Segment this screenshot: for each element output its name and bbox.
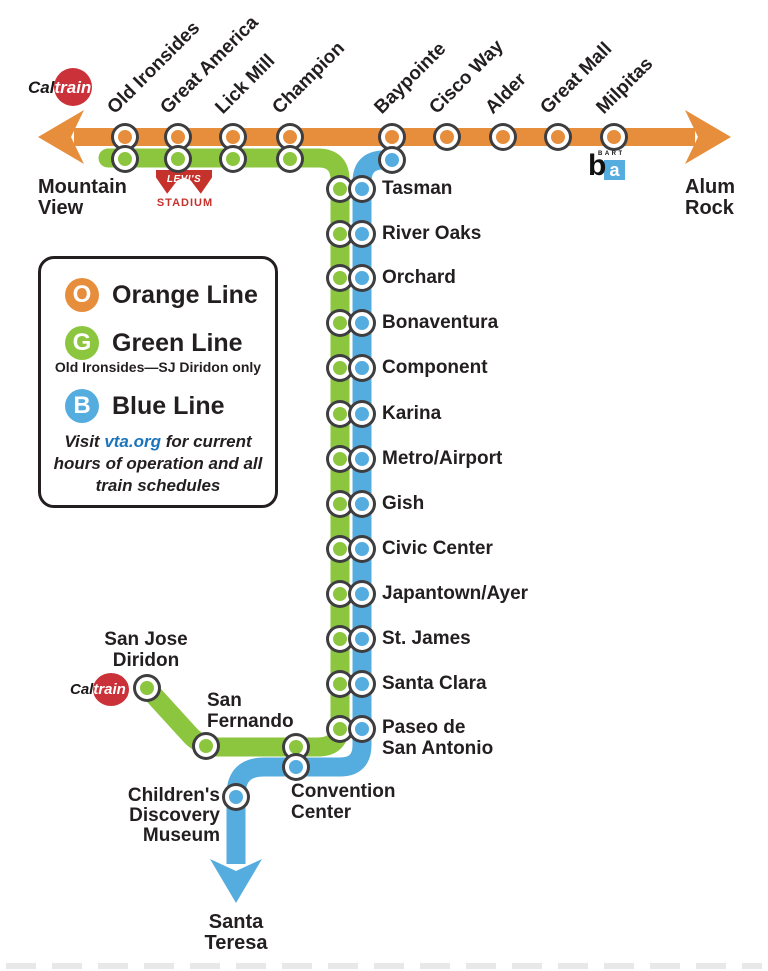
station-marker-green-civic-center	[329, 538, 351, 560]
station-marker-orange-great-america	[167, 126, 189, 148]
bart-b-icon: b	[588, 149, 607, 182]
station-marker-blue-river-oaks	[351, 223, 373, 245]
bart-small-text: BART	[598, 151, 625, 157]
caltrain-text-train: train	[93, 681, 126, 698]
station-marker-green-component	[329, 357, 351, 379]
station-label-san-jose-diridon: San Jose Diridon	[104, 629, 188, 671]
caltrain-text-cal: Cal	[28, 78, 55, 97]
station-label-river-oaks: River Oaks	[382, 223, 482, 244]
station-marker-green-orchard	[329, 267, 351, 289]
station-marker-orange-lick-mill	[222, 126, 244, 148]
station-marker-orange-cisco-way	[436, 126, 458, 148]
station-marker-blue-component	[351, 357, 373, 379]
station-marker-blue-orchard	[351, 267, 373, 289]
legend-footnote: Visit vta.org for current hours of opera…	[53, 431, 263, 497]
station-marker-orange-great-mall	[547, 126, 569, 148]
vta-org-link[interactable]: vta.org	[104, 432, 161, 451]
terminal-label-santa-teresa: Santa Teresa	[204, 911, 268, 954]
station-marker-green-metro-airport	[329, 448, 351, 470]
caltrain-circle-icon	[93, 673, 129, 706]
west-arrowhead-icon	[38, 110, 84, 164]
station-marker-blue-japantown-ayer	[351, 583, 373, 605]
station-marker-green-bonaventura	[329, 312, 351, 334]
station-label-childrens-discovery-museum: Children's Discovery Museum	[127, 785, 220, 846]
station-marker-green-tasman	[329, 178, 351, 200]
station-label-tasman: Tasman	[382, 178, 453, 199]
blue-line	[226, 150, 392, 864]
station-label-bonaventura: Bonaventura	[382, 312, 499, 333]
orange-line-badge-icon: O	[65, 278, 99, 312]
station-label-metro-airport: Metro/Airport	[382, 448, 503, 469]
station-marker-orange-champion	[279, 126, 301, 148]
bart-logo: BART a b	[588, 151, 632, 183]
caltrain-text-train: train	[54, 78, 92, 97]
station-label-convention-center: Convention Center	[291, 781, 396, 823]
station-label-component: Component	[382, 357, 488, 378]
station-marker-blue-karina	[351, 403, 373, 425]
caltrain-circle-icon	[54, 68, 92, 106]
station-label-orchard: Orchard	[382, 267, 456, 288]
station-marker-blue-gish	[351, 493, 373, 515]
station-label-karina: Karina	[382, 403, 442, 424]
station-marker-green-champion	[279, 148, 301, 170]
station-marker-orange-old-ironsides	[114, 126, 136, 148]
station-marker-orange-alder	[492, 126, 514, 148]
terminal-label-mountain-view: Mountain View	[38, 176, 127, 219]
station-marker-green-convention-center	[285, 736, 307, 758]
station-label-san-fernando: San Fernando	[207, 690, 294, 732]
bart-a-icon: a	[604, 160, 625, 180]
cropped-caption-strip	[6, 963, 762, 969]
station-marker-blue-bonaventura	[351, 312, 373, 334]
caltrain-logo-diridon: Caltrain	[70, 671, 136, 709]
south-arrowhead-icon	[210, 859, 262, 903]
station-marker-blue-civic-center	[351, 538, 373, 560]
station-label-paseo-de-san-antonio: Paseo de San Antonio	[382, 717, 494, 759]
station-marker-green-great-america	[167, 148, 189, 170]
levis-batwing-icon: LEVI'S	[156, 170, 212, 194]
station-marker-green-paseo-de-san-antonio	[329, 718, 351, 740]
station-marker-blue-tasman	[351, 178, 373, 200]
footnote-text-pre: Visit	[64, 432, 105, 451]
station-marker-blue-santa-clara	[351, 673, 373, 695]
caltrain-text-cal: Cal	[70, 681, 94, 698]
station-marker-blue-st-james	[351, 628, 373, 650]
station-marker-green-japantown-ayer	[329, 583, 351, 605]
station-label-japantown-ayer: Japantown/Ayer	[382, 583, 529, 604]
station-marker-green-karina	[329, 403, 351, 425]
east-arrowhead-icon	[685, 110, 731, 164]
station-marker-blue-baypointe	[381, 149, 403, 171]
green-line-badge-icon: G	[65, 326, 99, 360]
legend-orange-line-label: Orange Line	[112, 280, 258, 309]
caltrain-logo: Caltrain	[26, 66, 106, 108]
station-marker-blue-childrens-discovery-museum	[225, 786, 247, 808]
station-marker-green-river-oaks	[329, 223, 351, 245]
station-marker-blue-convention-center	[285, 756, 307, 778]
legend-green-line-label: Green Line	[112, 328, 243, 357]
footnote-text-post: for current hours of operation and all t…	[53, 432, 263, 495]
legend-blue-line-label: Blue Line	[112, 391, 225, 420]
station-marker-green-san-fernando	[195, 735, 217, 757]
station-marker-orange-milpitas	[603, 126, 625, 148]
station-label-gish: Gish	[382, 493, 425, 514]
station-marker-green-san-jose-diridon	[136, 677, 158, 699]
station-marker-blue-metro-airport	[351, 448, 373, 470]
levis-stadium-logo: LEVI'S STADIUM	[156, 170, 214, 209]
station-label-st-james: St. James	[382, 628, 471, 649]
station-label-santa-clara: Santa Clara	[382, 673, 487, 694]
station-marker-orange-baypointe	[381, 126, 403, 148]
station-marker-green-lick-mill	[222, 148, 244, 170]
station-marker-green-gish	[329, 493, 351, 515]
station-label-civic-center: Civic Center	[382, 538, 493, 559]
station-marker-green-santa-clara	[329, 673, 351, 695]
levis-stadium-text: STADIUM	[156, 197, 214, 209]
terminal-label-alum-rock: Alum Rock	[685, 176, 735, 219]
station-marker-green-old-ironsides	[114, 148, 136, 170]
legend-box: O Orange Line G Green Line Old Ironsides…	[38, 256, 278, 508]
station-marker-blue-paseo-de-san-antonio	[351, 718, 373, 740]
blue-line-badge-icon: B	[65, 389, 99, 423]
station-marker-green-st-james	[329, 628, 351, 650]
green-line-note: Old Ironsides—SJ Diridon only	[54, 359, 262, 375]
